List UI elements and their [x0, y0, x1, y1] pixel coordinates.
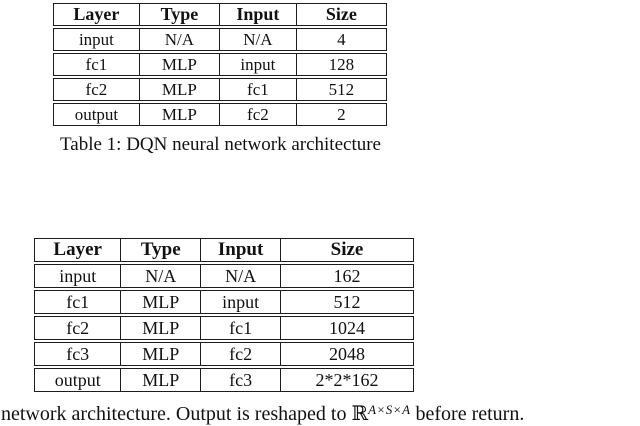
table-cell: fc1	[53, 53, 140, 76]
table-cell: fc3	[201, 368, 281, 392]
table-cell: 512	[280, 290, 414, 314]
table-cell: input	[53, 28, 140, 51]
table-cell: MLP	[139, 78, 220, 101]
column-header: Input	[219, 3, 297, 26]
table-cell: 512	[296, 78, 387, 101]
column-header: Type	[121, 238, 202, 262]
math-superscript: A×S×A	[368, 402, 411, 417]
table-cell: 2	[296, 103, 387, 126]
table-cell: fc2	[53, 78, 140, 101]
table-cell: fc2	[219, 103, 297, 126]
table-cell: N/A	[121, 264, 202, 288]
table-cell: MLP	[121, 342, 202, 366]
caption-text-suffix: before return.	[410, 403, 525, 425]
table1-caption: Table 1: DQN neural network architecture	[59, 134, 381, 155]
table-cell: output	[53, 103, 140, 126]
table-cell: 4	[296, 28, 387, 51]
table-cell: fc2	[201, 342, 281, 366]
table-cell: input	[219, 53, 297, 76]
column-header: Type	[139, 3, 220, 26]
table-cell: 1024	[280, 316, 414, 340]
table-cell: N/A	[139, 28, 220, 51]
table-cell: fc2	[34, 316, 122, 340]
table2-caption: network architecture. Output is reshaped…	[1, 401, 524, 426]
table-cell: MLP	[121, 316, 202, 340]
column-header: Layer	[53, 3, 140, 26]
table-cell: N/A	[201, 264, 281, 288]
table-cell: fc3	[34, 342, 122, 366]
table-cell: 128	[296, 53, 387, 76]
column-header: Size	[280, 238, 414, 262]
column-header: Input	[201, 238, 281, 262]
table-cell: fc1	[34, 290, 122, 314]
table-cell: input	[201, 290, 281, 314]
table-cell: input	[34, 264, 122, 288]
table-cell: fc1	[201, 316, 281, 340]
table-cell: 162	[280, 264, 414, 288]
table-cell: fc1	[219, 78, 297, 101]
real-numbers-symbol: ℝ	[351, 401, 369, 425]
table-cell: output	[34, 368, 122, 392]
table-cell: 2048	[280, 342, 414, 366]
table-cell: MLP	[139, 103, 220, 126]
table-cell: N/A	[219, 28, 297, 51]
column-header: Size	[296, 3, 387, 26]
column-header: Layer	[34, 238, 122, 262]
table-cell: MLP	[121, 368, 202, 392]
table-cell: 2*2*162	[280, 368, 414, 392]
table-cell: MLP	[121, 290, 202, 314]
caption-text-prefix: network architecture. Output is reshaped…	[1, 403, 352, 425]
table-cell: MLP	[139, 53, 220, 76]
